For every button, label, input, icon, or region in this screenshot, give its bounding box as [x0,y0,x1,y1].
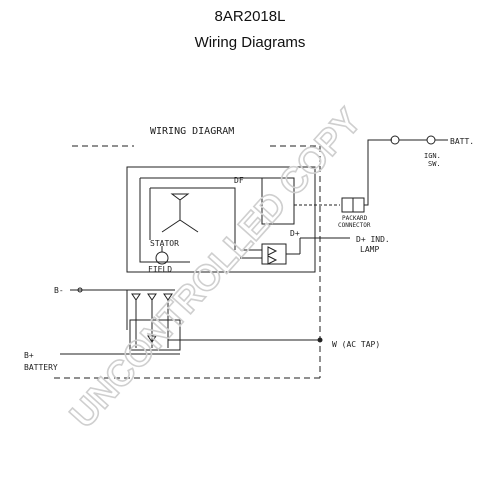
warning-lamp [390,135,400,145]
b-minus-label: B- [54,286,64,295]
b-plus-label: B+ [24,351,34,360]
battery-label: BATTERY [24,363,58,372]
rectifier-diode-3 [163,293,173,301]
stator-label: STATOR [150,239,179,248]
ac-tap-terminal [317,337,323,343]
packard-label: PACKARD [342,215,368,222]
regulator-box [126,166,316,273]
stator-coil-right [179,219,199,233]
inner-wire-df [150,187,236,250]
sw-label: SW. [428,160,441,168]
batt-wire [364,139,392,206]
bridge-diode [147,335,157,343]
ignition-switch [426,135,436,145]
watermark-text: UNCONTROLLED COPY [61,100,368,435]
rectifier-diode-2 [147,293,157,301]
batt-label: BATT. [450,137,474,146]
regulator-module [261,177,295,225]
ac-tap-label: W (AC TAP) [332,340,380,349]
model-title: 8AR2018L [214,8,286,25]
inner-wire-left [139,178,190,263]
rectifier-diode-1 [131,293,141,301]
df-label: DF [234,176,244,185]
lamp-label: LAMP [360,245,379,254]
page-subtitle: Wiring Diagrams [194,34,306,51]
d-plus-label: D+ [290,229,300,238]
diode-1 [267,246,278,256]
b-minus-terminal [77,287,83,293]
field-label: FIELD [148,265,172,274]
diode-2 [267,255,278,265]
connector-label: CONNECTOR [338,222,371,229]
diagram-heading: WIRING DIAGRAM [150,126,234,137]
ign-label: IGN. [424,152,441,160]
stator-coil-left [161,219,181,233]
stator-terminal-top [170,193,190,201]
bridge-box [129,319,181,351]
d-plus-ind-label: D+ IND. [356,235,390,244]
